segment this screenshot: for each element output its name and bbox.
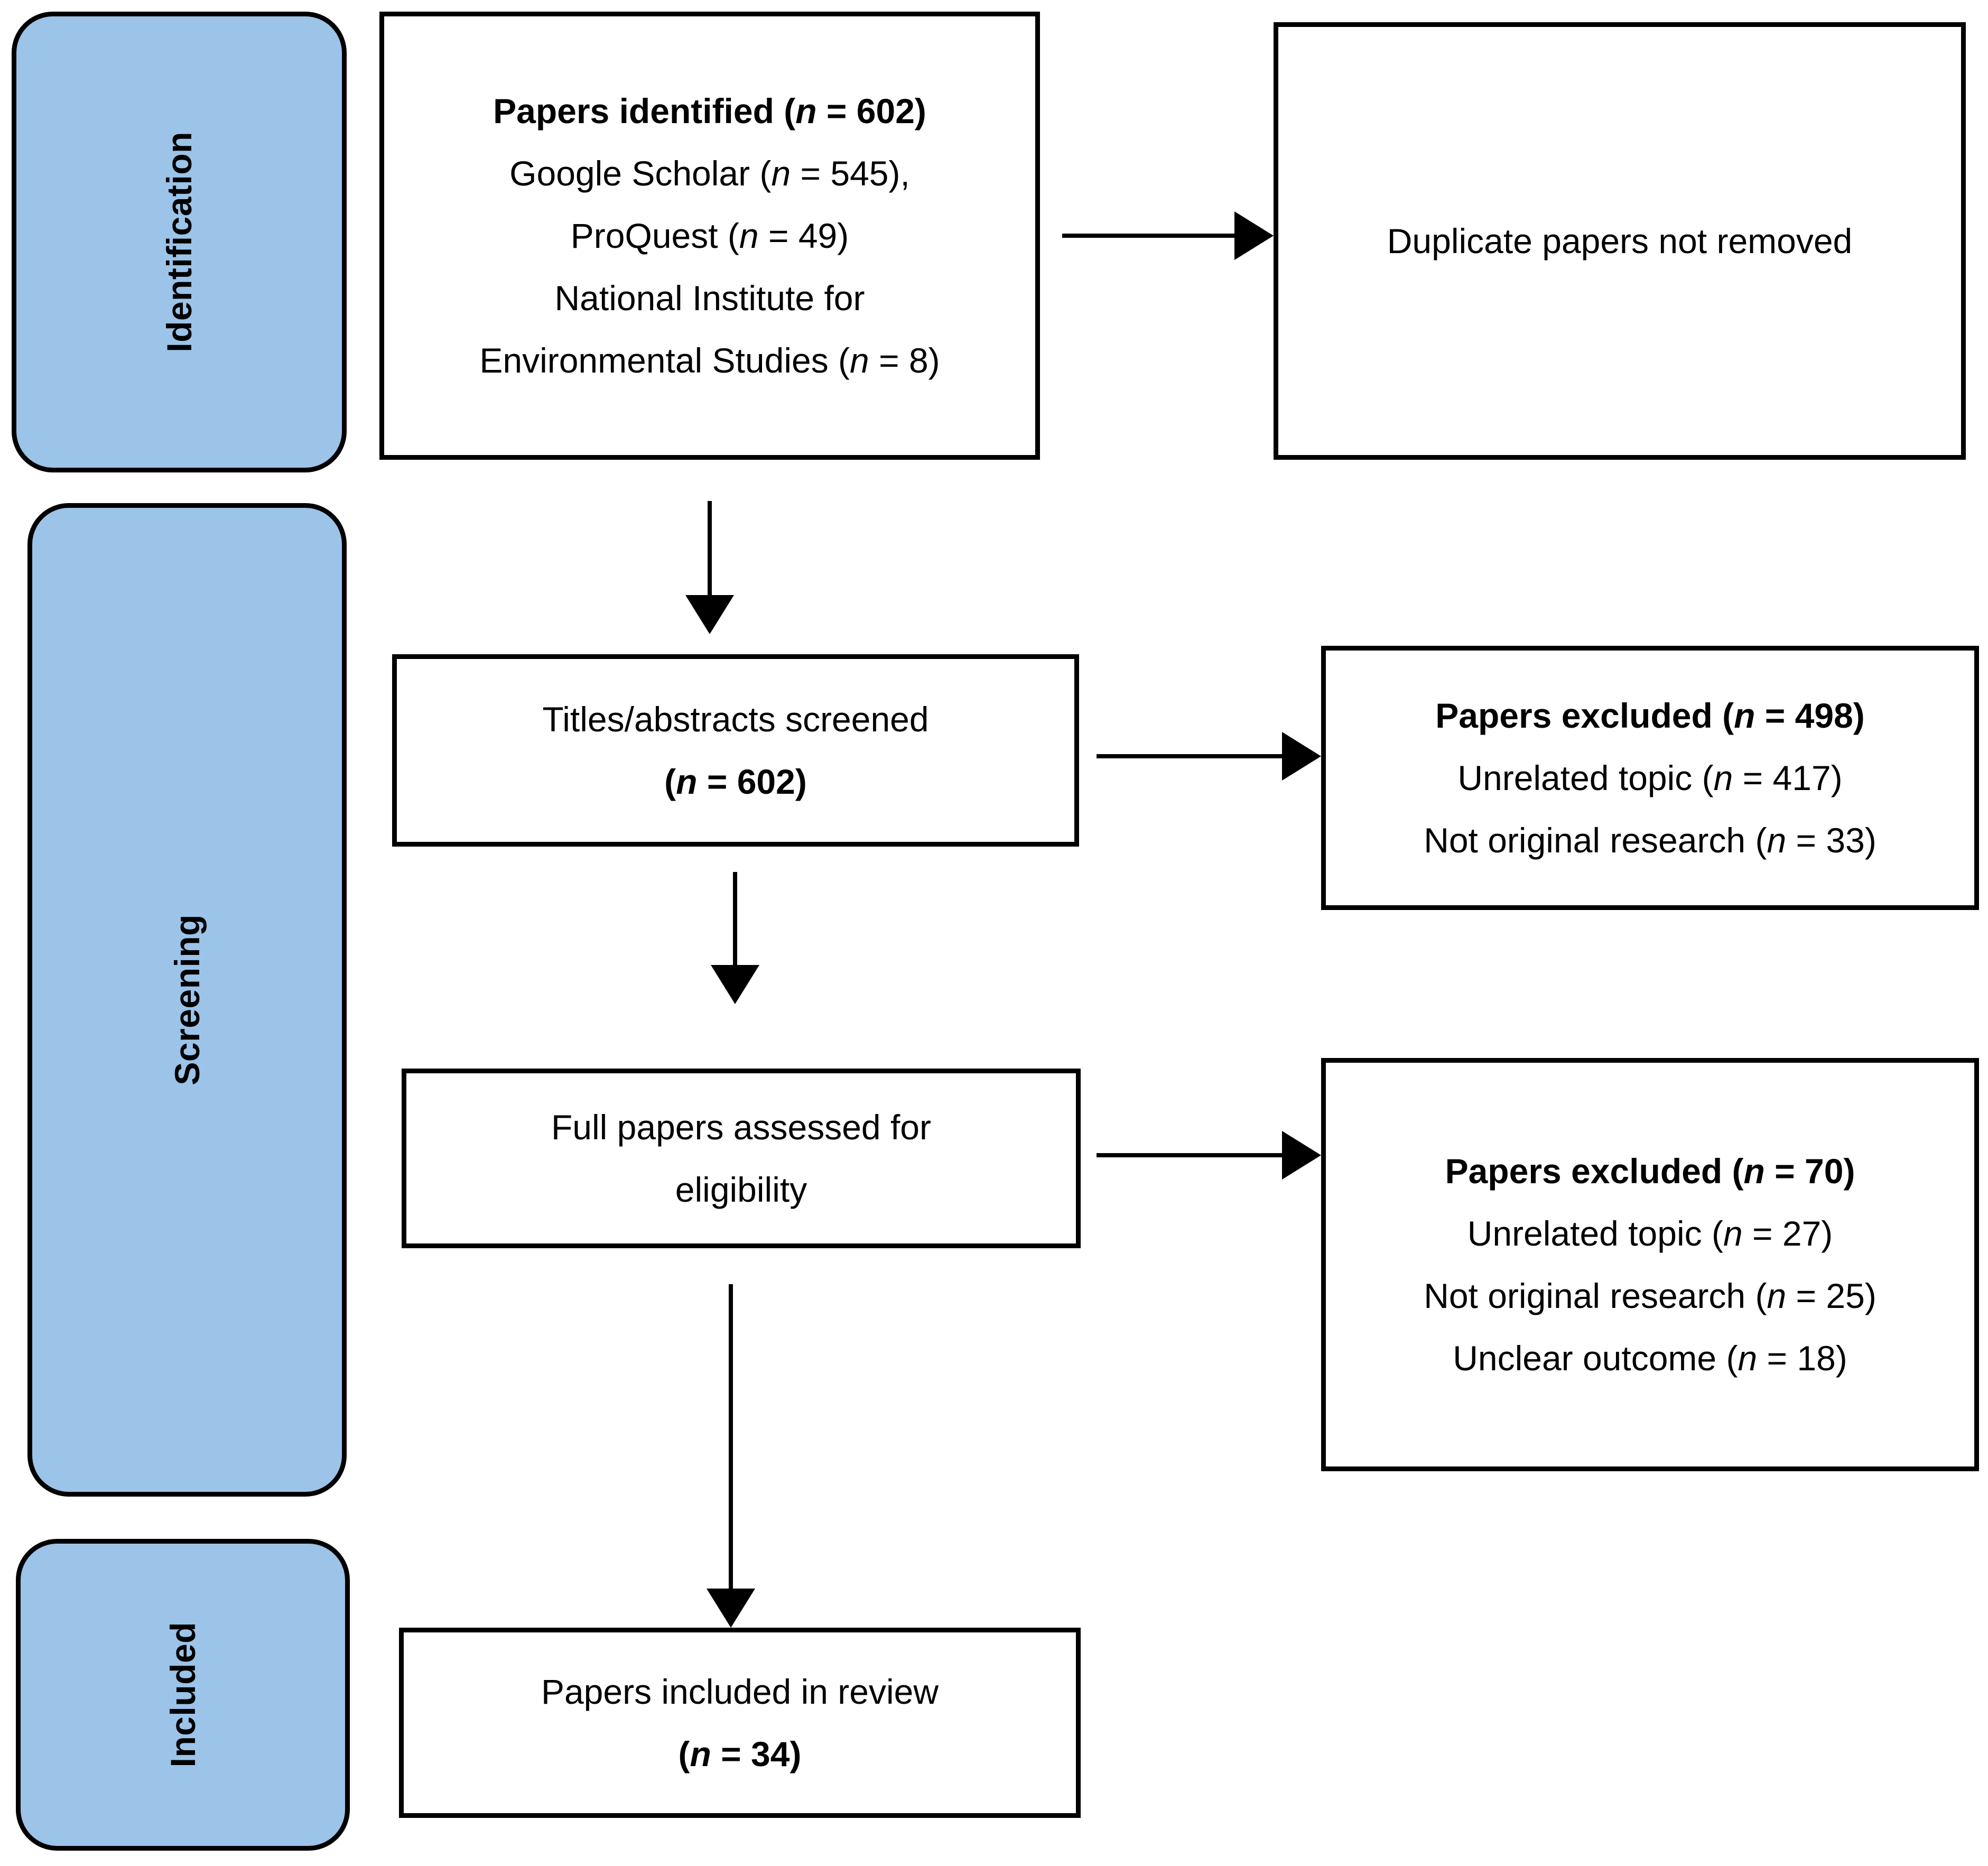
box-duplicate-papers: Duplicate papers not removed bbox=[1274, 22, 1966, 460]
box-line: Papers identified (n = 602) bbox=[493, 91, 926, 131]
box-line: (n = 34) bbox=[678, 1734, 802, 1774]
box-line: Full papers assessed for bbox=[551, 1108, 931, 1147]
arrow-identified-to-screened bbox=[685, 501, 734, 634]
box-line: Unclear outcome (n = 18) bbox=[1453, 1339, 1847, 1378]
box-line: Papers included in review bbox=[541, 1672, 939, 1711]
stage-label-screening: Screening bbox=[168, 914, 207, 1085]
box-papers-excluded-eligibility: Papers excluded (n = 70) Unrelated topic… bbox=[1321, 1058, 1979, 1471]
box-line: (n = 602) bbox=[664, 762, 807, 801]
box-line: Unrelated topic (n = 417) bbox=[1457, 758, 1843, 797]
arrow-identified-to-duplicates bbox=[1062, 211, 1274, 260]
stage-bar-identification: Identification bbox=[12, 12, 347, 472]
box-full-papers-assessed: Full papers assessed for eligibility bbox=[402, 1069, 1081, 1248]
box-line: eligibility bbox=[675, 1170, 807, 1209]
arrow-screened-to-eligibility bbox=[711, 872, 759, 1004]
box-papers-excluded-screening: Papers excluded (n = 498) Unrelated topi… bbox=[1321, 646, 1979, 910]
arrow-eligibility-to-excluded bbox=[1097, 1131, 1321, 1180]
box-line: Titles/abstracts screened bbox=[542, 700, 929, 739]
box-line: Unrelated topic (n = 27) bbox=[1467, 1214, 1833, 1253]
box-titles-abstracts-screened: Titles/abstracts screened (n = 602) bbox=[392, 654, 1079, 847]
box-line: Papers excluded (n = 498) bbox=[1435, 696, 1865, 735]
box-line: Duplicate papers not removed bbox=[1387, 221, 1853, 261]
stage-bar-included: Included bbox=[16, 1539, 350, 1851]
box-line: Not original research (n = 25) bbox=[1424, 1276, 1876, 1315]
box-line: Environmental Studies (n = 8) bbox=[479, 341, 940, 380]
stage-bar-screening: Screening bbox=[27, 503, 347, 1497]
box-line: ProQuest (n = 49) bbox=[570, 216, 849, 255]
box-papers-included-in-review: Papers included in review (n = 34) bbox=[399, 1628, 1081, 1818]
arrow-screened-to-excluded bbox=[1097, 732, 1321, 781]
arrow-eligibility-to-included bbox=[707, 1284, 755, 1628]
box-line: Papers excluded (n = 70) bbox=[1445, 1152, 1855, 1191]
box-papers-identified: Papers identified (n = 602) Google Schol… bbox=[379, 12, 1040, 460]
box-line: Google Scholar (n = 545), bbox=[509, 154, 910, 193]
stage-label-included: Included bbox=[163, 1622, 202, 1768]
stage-label-identification: Identification bbox=[160, 132, 199, 352]
box-line: Not original research (n = 33) bbox=[1424, 821, 1876, 860]
box-line: National Institute for bbox=[554, 278, 865, 318]
